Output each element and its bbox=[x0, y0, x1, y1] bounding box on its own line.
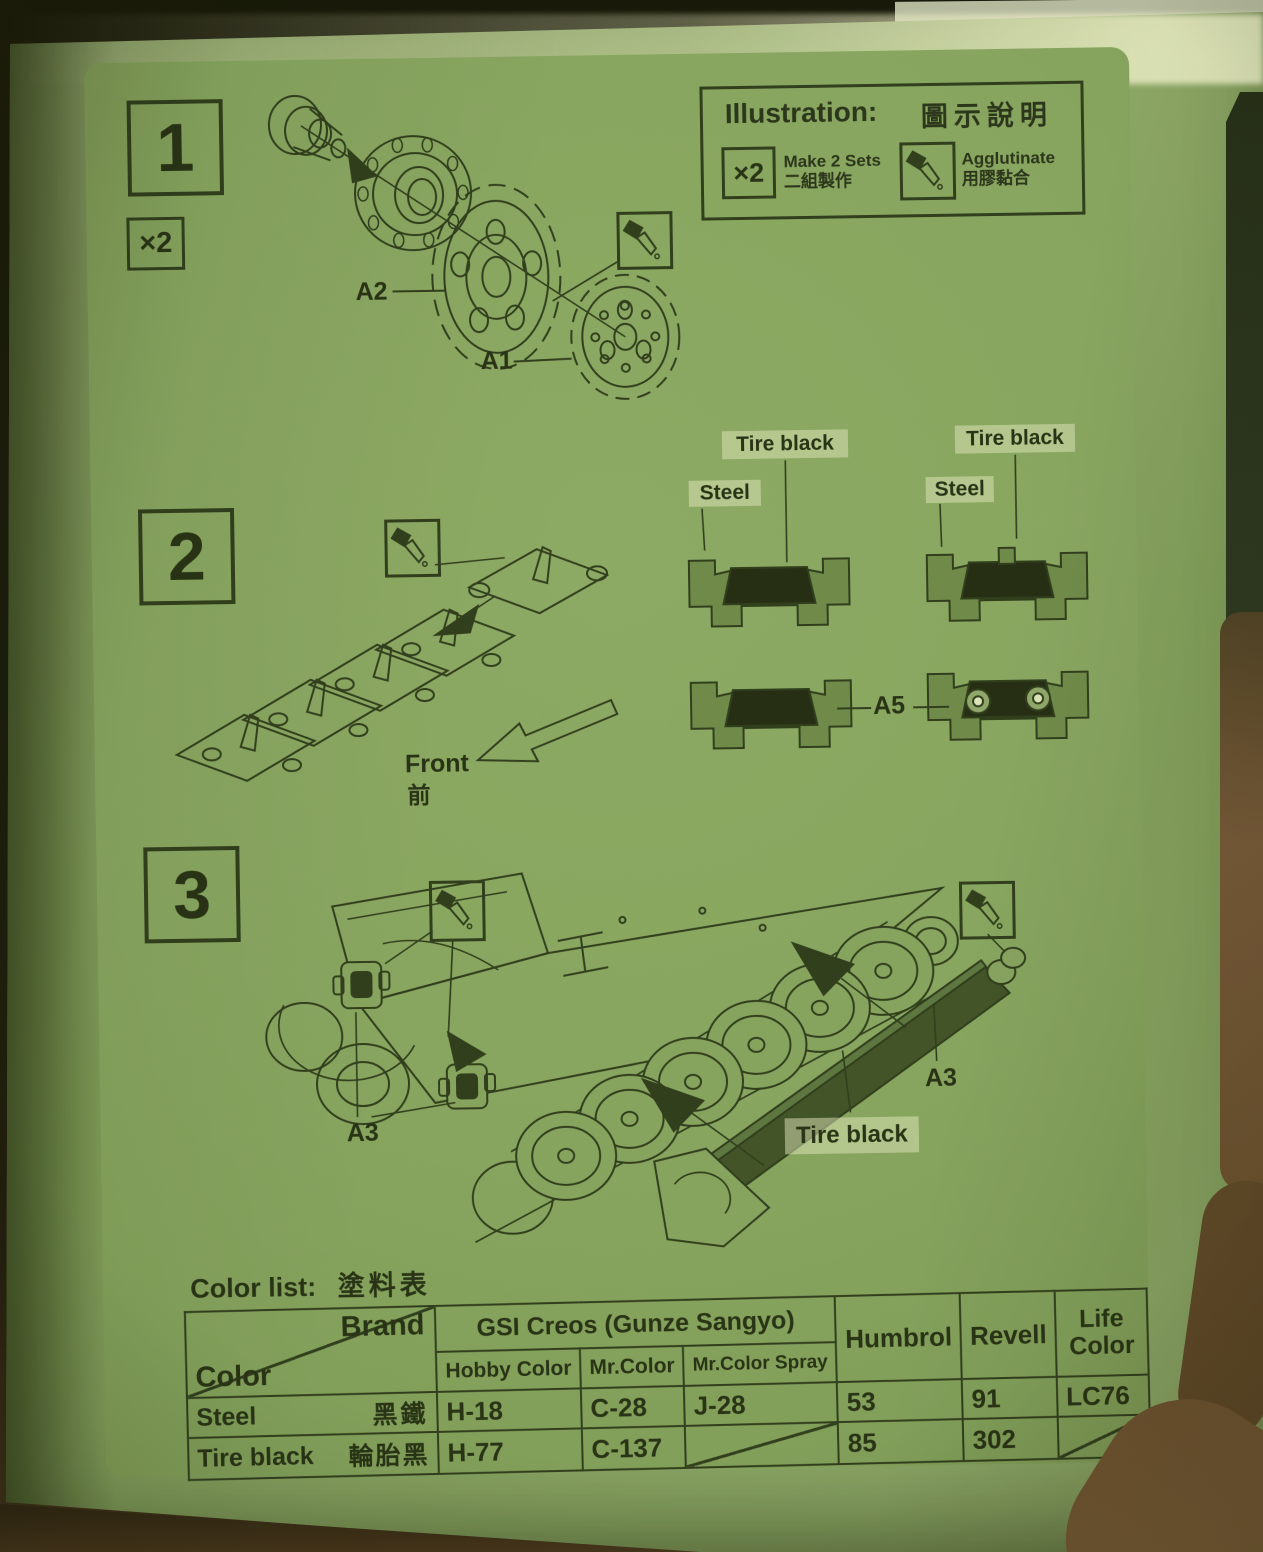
glue-brush-icon bbox=[390, 527, 432, 569]
make-two-sets-line2: 二組製作 bbox=[783, 170, 853, 191]
step-3-number: 3 bbox=[172, 856, 212, 933]
glue-symbol-box-step3-left bbox=[428, 880, 486, 942]
end-shoe-drawing bbox=[654, 1148, 770, 1248]
glue-symbol-box-step3-right bbox=[958, 880, 1016, 940]
steel-name-en: Steel bbox=[196, 1401, 257, 1432]
agglutinate-text: Agglutinate 用膠黏合 bbox=[961, 148, 1055, 189]
glue-symbol-box-step2 bbox=[384, 518, 442, 578]
front-direction-arrow-icon bbox=[477, 700, 618, 762]
tire-black-humbrol: 85 bbox=[838, 1419, 965, 1465]
step-1-number-box: 1 bbox=[126, 99, 225, 197]
part-label-a1: A1 bbox=[480, 346, 513, 376]
front-label: Front bbox=[404, 749, 470, 779]
step-1-quantity-box: ×2 bbox=[126, 216, 186, 271]
part-label-a3-left: A3 bbox=[346, 1118, 379, 1148]
steel-hobby: H-18 bbox=[437, 1388, 582, 1432]
assembly-arrow-icon bbox=[436, 606, 478, 635]
track-chain-drawing bbox=[175, 609, 517, 782]
tire-black-name-en: Tire black bbox=[197, 1441, 315, 1473]
glue-brush-icon bbox=[965, 889, 1007, 931]
make-two-sets-line1: Make 2 Sets bbox=[783, 150, 882, 172]
glue-symbol-box-step1 bbox=[616, 211, 674, 270]
part-label-a2: A2 bbox=[355, 277, 388, 307]
step-3-number-box: 3 bbox=[143, 845, 241, 944]
illustration-legend-box: Illustration: 圖示說明 ×2 Make 2 Sets 二組製作 A… bbox=[699, 80, 1086, 221]
glue-symbol-box-legend bbox=[899, 141, 957, 201]
make-two-sets-symbol: ×2 bbox=[733, 157, 765, 188]
part-label-a5: A5 bbox=[872, 691, 906, 720]
hull-track-installation-drawing bbox=[257, 853, 1048, 1250]
tire-black-spray-empty bbox=[685, 1422, 840, 1468]
table-corner-cell: Brand Color bbox=[184, 1305, 438, 1399]
color-list-title-zh: 塗料表 bbox=[337, 1270, 431, 1302]
glue-brush-icon bbox=[622, 219, 664, 261]
paint-badge-tire-black-3: Tire black bbox=[784, 1116, 920, 1155]
paint-badge-steel-1: Steel bbox=[688, 479, 761, 507]
subheader-hobby-color: Hobby Color bbox=[436, 1348, 582, 1392]
make-two-sets-text: Make 2 Sets 二組製作 bbox=[783, 151, 881, 192]
paint-color-table: Brand Color GSI Creos (Gunze Sangyo) Hum… bbox=[184, 1288, 1152, 1482]
corner-brand-label: Brand bbox=[340, 1309, 425, 1344]
tire-black-mr: C-137 bbox=[581, 1425, 687, 1471]
front-label-chinese: 前 bbox=[407, 781, 431, 809]
single-track-link-drawing bbox=[435, 546, 608, 615]
tire-black-revell: 302 bbox=[963, 1416, 1059, 1462]
step-2-track-assembly-drawing bbox=[176, 524, 661, 876]
corner-color-label: Color bbox=[195, 1359, 272, 1394]
track-link-front-4 bbox=[928, 672, 1089, 741]
subheader-mr-color: Mr.Color bbox=[580, 1345, 685, 1389]
paint-badge-steel-2: Steel bbox=[925, 476, 994, 504]
step-1-sprocket-assembly-drawing bbox=[234, 73, 760, 441]
agglutinate-line2: 用膠黏合 bbox=[961, 167, 1031, 189]
steel-life: LC76 bbox=[1056, 1374, 1150, 1417]
background-right-gap bbox=[1226, 92, 1263, 652]
assembly-arrow-icon bbox=[793, 942, 854, 995]
tire-black-hobby: H-77 bbox=[438, 1428, 584, 1474]
a3-bracket-lower bbox=[439, 1064, 496, 1109]
track-link-paint-detail-drawing bbox=[680, 412, 1100, 768]
glue-brush-icon bbox=[435, 889, 477, 932]
instruction-panel: 1 ×2 bbox=[83, 46, 1152, 1481]
steel-mr: C-28 bbox=[581, 1385, 686, 1429]
paint-badge-tire-black-2: Tire black bbox=[954, 423, 1076, 454]
track-link-front-2 bbox=[927, 547, 1088, 622]
steel-spray: J-28 bbox=[684, 1382, 839, 1426]
steel-revell: 91 bbox=[962, 1376, 1058, 1420]
a3-bracket-upper bbox=[333, 962, 390, 1009]
legend-title: Illustration: bbox=[724, 95, 878, 130]
legend-title-chinese: 圖示說明 bbox=[920, 100, 1054, 133]
road-wheels-drawing bbox=[513, 926, 937, 1201]
header-life-color: Life Color bbox=[1054, 1288, 1149, 1377]
assembly-arrow-icon bbox=[448, 1032, 485, 1071]
subheader-mr-color-spray: Mr.Color Spray bbox=[683, 1342, 838, 1386]
paint-badge-tire-black-1: Tire black bbox=[721, 429, 849, 460]
hand-holding-box bbox=[1220, 612, 1263, 1192]
glue-brush-icon bbox=[905, 150, 947, 192]
make-two-sets-symbol-box: ×2 bbox=[721, 146, 777, 200]
part-label-a3-right: A3 bbox=[924, 1063, 958, 1093]
step-1-number: 1 bbox=[155, 109, 195, 187]
color-list-title-en: Color list: bbox=[189, 1271, 317, 1304]
track-link-front-3 bbox=[691, 680, 852, 749]
steel-name-zh: 黑鐵 bbox=[372, 1400, 429, 1430]
steel-humbrol: 53 bbox=[837, 1379, 964, 1423]
step-1-quantity: ×2 bbox=[138, 226, 173, 260]
assembly-arrow-icon bbox=[643, 1079, 704, 1132]
header-revell: Revell bbox=[960, 1290, 1057, 1380]
track-link-front-1 bbox=[689, 558, 850, 627]
header-humbrol: Humbrol bbox=[835, 1293, 963, 1383]
color-list-title: Color list: 塗料表 bbox=[190, 1263, 431, 1306]
tire-black-name-zh: 輪胎黑 bbox=[348, 1441, 430, 1472]
agglutinate-line1: Agglutinate bbox=[961, 148, 1056, 169]
